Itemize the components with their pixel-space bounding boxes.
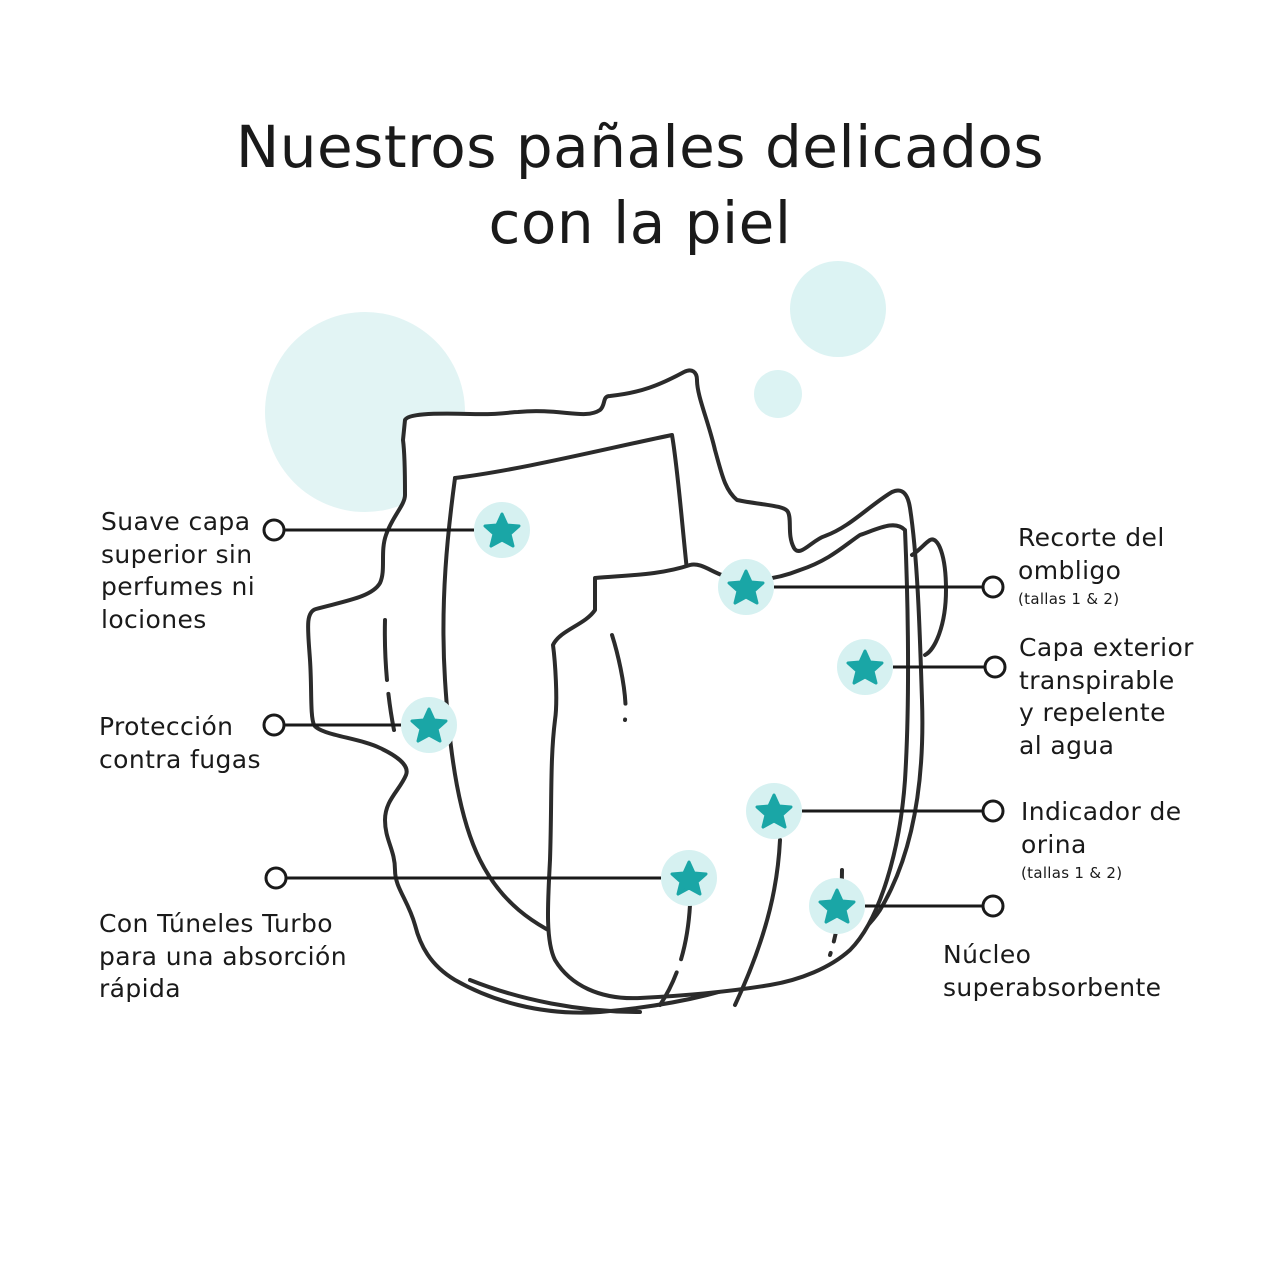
leader-navel-cutout — [774, 575, 1005, 599]
star-marker-turbo-tunnels — [661, 850, 717, 906]
label-size-note: (tallas 1 & 2) — [1018, 590, 1120, 608]
star-icon — [727, 569, 765, 605]
star-marker-outer-layer — [837, 639, 893, 695]
label-line: transpirable — [1019, 665, 1175, 695]
label-line: Suave capa — [101, 507, 251, 536]
label-line: ombligo — [1018, 555, 1122, 585]
circle-icon — [262, 713, 286, 737]
label-line: superabsorbente — [943, 972, 1162, 1002]
label-line: perfumes ni — [101, 572, 256, 601]
star-marker-leak-protection — [401, 697, 457, 753]
star-icon — [818, 888, 856, 924]
title-line-1: Nuestros pañales delicados — [235, 112, 1045, 181]
star-icon — [755, 793, 793, 829]
label-line: Protección — [99, 712, 234, 741]
circle-icon — [262, 518, 286, 542]
diaper-front-fold-dash — [658, 903, 692, 1007]
diaper-inner-edge — [441, 476, 582, 947]
bubble-small — [754, 370, 802, 418]
star-marker-core — [809, 878, 865, 934]
label-line: para una absorción — [99, 941, 347, 971]
diaper-inner-dash — [382, 618, 396, 732]
feature-label-core: Núcleo superabsorbente — [943, 939, 1161, 1004]
feature-label-navel-cutout: Recorte del ombligo (tallas 1 & 2) — [1018, 522, 1165, 609]
circle-icon — [981, 799, 1005, 823]
circle-icon — [981, 575, 1005, 599]
star-icon — [410, 707, 448, 743]
page-title: Nuestros pañales delicados con la piel — [0, 109, 1280, 261]
diaper-inner-sheet — [453, 433, 690, 582]
feature-label-leak-protection: Protección contra fugas — [99, 711, 261, 776]
label-line: Capa exterior — [1019, 633, 1194, 662]
star-marker-wetness-indicator — [746, 783, 802, 839]
label-line: al agua — [1019, 730, 1115, 760]
label-line: contra fugas — [99, 744, 261, 774]
leader-top-layer — [262, 518, 474, 542]
star-marker-navel-cutout — [718, 559, 774, 615]
leader-leak-protection — [262, 713, 401, 737]
leader-lines — [262, 518, 1007, 918]
diaper-front-fold-center — [733, 838, 782, 1007]
bubble-medium — [790, 261, 886, 357]
leader-outer-layer — [893, 655, 1007, 679]
circle-icon — [983, 655, 1007, 679]
diaper-front-fold-left — [610, 633, 628, 722]
feature-label-outer-layer: Capa exterior transpirable y repelente a… — [1019, 632, 1194, 762]
label-line: orina — [1021, 829, 1087, 859]
label-line: Indicador de — [1021, 797, 1182, 826]
star-icon — [483, 512, 521, 548]
leader-turbo-tunnels — [264, 866, 661, 890]
circle-icon — [264, 866, 288, 890]
label-line: Núcleo — [943, 940, 1032, 969]
label-line: superior sin — [101, 539, 253, 569]
label-line: lociones — [101, 604, 207, 634]
feature-markers — [401, 502, 893, 934]
feature-label-top-layer: Suave capa superior sin perfumes ni loci… — [101, 506, 255, 636]
diaper-bottom-curve — [468, 978, 642, 1014]
leader-wetness-indicator — [802, 799, 1005, 823]
star-icon — [670, 860, 708, 896]
label-size-note: (tallas 1 & 2) — [1021, 864, 1123, 882]
label-line: Con Túneles Turbo — [99, 909, 333, 938]
label-line: y repelente — [1019, 698, 1166, 727]
label-line: Recorte del — [1018, 523, 1165, 552]
diaper-side-tab — [910, 537, 948, 657]
feature-label-wetness-indicator: Indicador de orina (tallas 1 & 2) — [1021, 796, 1182, 883]
title-line-2: con la piel — [488, 188, 792, 257]
star-marker-top-layer — [474, 502, 530, 558]
leader-core — [865, 894, 1005, 918]
circle-icon — [981, 894, 1005, 918]
feature-label-turbo-tunnels: Con Túneles Turbo para una absorción ráp… — [99, 908, 347, 1006]
star-icon — [846, 649, 884, 685]
label-line: rápida — [99, 974, 182, 1003]
